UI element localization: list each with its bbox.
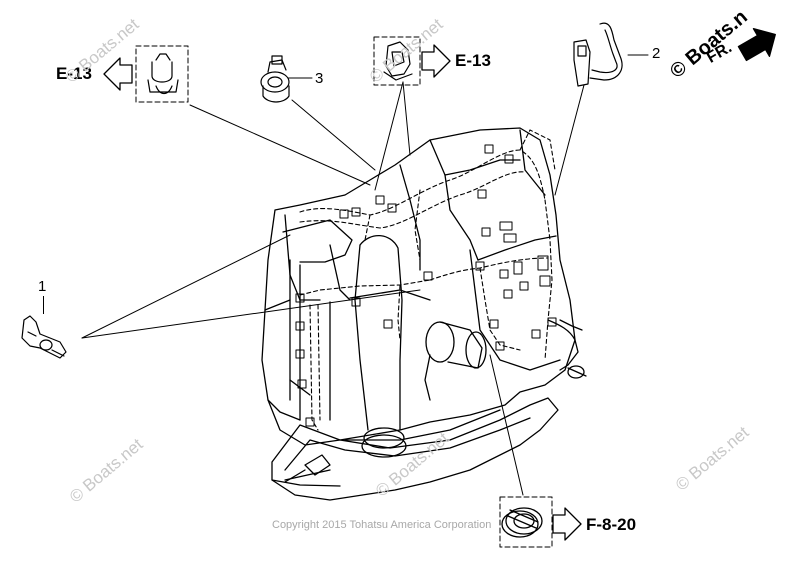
part-3-clamp [260,55,290,103]
ref-arrow-right-icon-top [421,44,451,78]
callout-number-1: 1 [38,278,47,295]
part-2-cable-strap [573,22,623,87]
reference-arrows [103,44,582,541]
part-1-clip [21,315,67,359]
engine-block [261,127,576,446]
wire-harness [299,129,556,431]
callout-number-2: 2 [652,45,661,62]
side-cable [547,319,587,379]
clip-part-top-center [383,41,413,81]
mounting-base [271,397,559,501]
intake-pipe [329,234,407,458]
clip-part-top-left [147,53,179,95]
grommet-part [501,507,543,538]
harness-connectors [295,144,557,427]
callout-number-3: 3 [315,70,324,87]
reference-label-bottom-right: F-8-20 [586,515,637,534]
reference-label-top-left: E-13 [56,64,92,83]
leader-lines [81,54,649,496]
reference-label-top-center: E-13 [455,51,491,70]
reference-boxes [135,36,553,548]
direction-arrow-icon [737,27,776,62]
copyright-text: Copyright 2015 Tohatsu America Corporati… [272,519,492,531]
ref-arrow-right-icon-bottom [552,507,582,541]
callout-1-leader [43,296,44,314]
exhaust-cylinder [424,321,487,401]
ref-arrow-left-icon [103,57,133,91]
